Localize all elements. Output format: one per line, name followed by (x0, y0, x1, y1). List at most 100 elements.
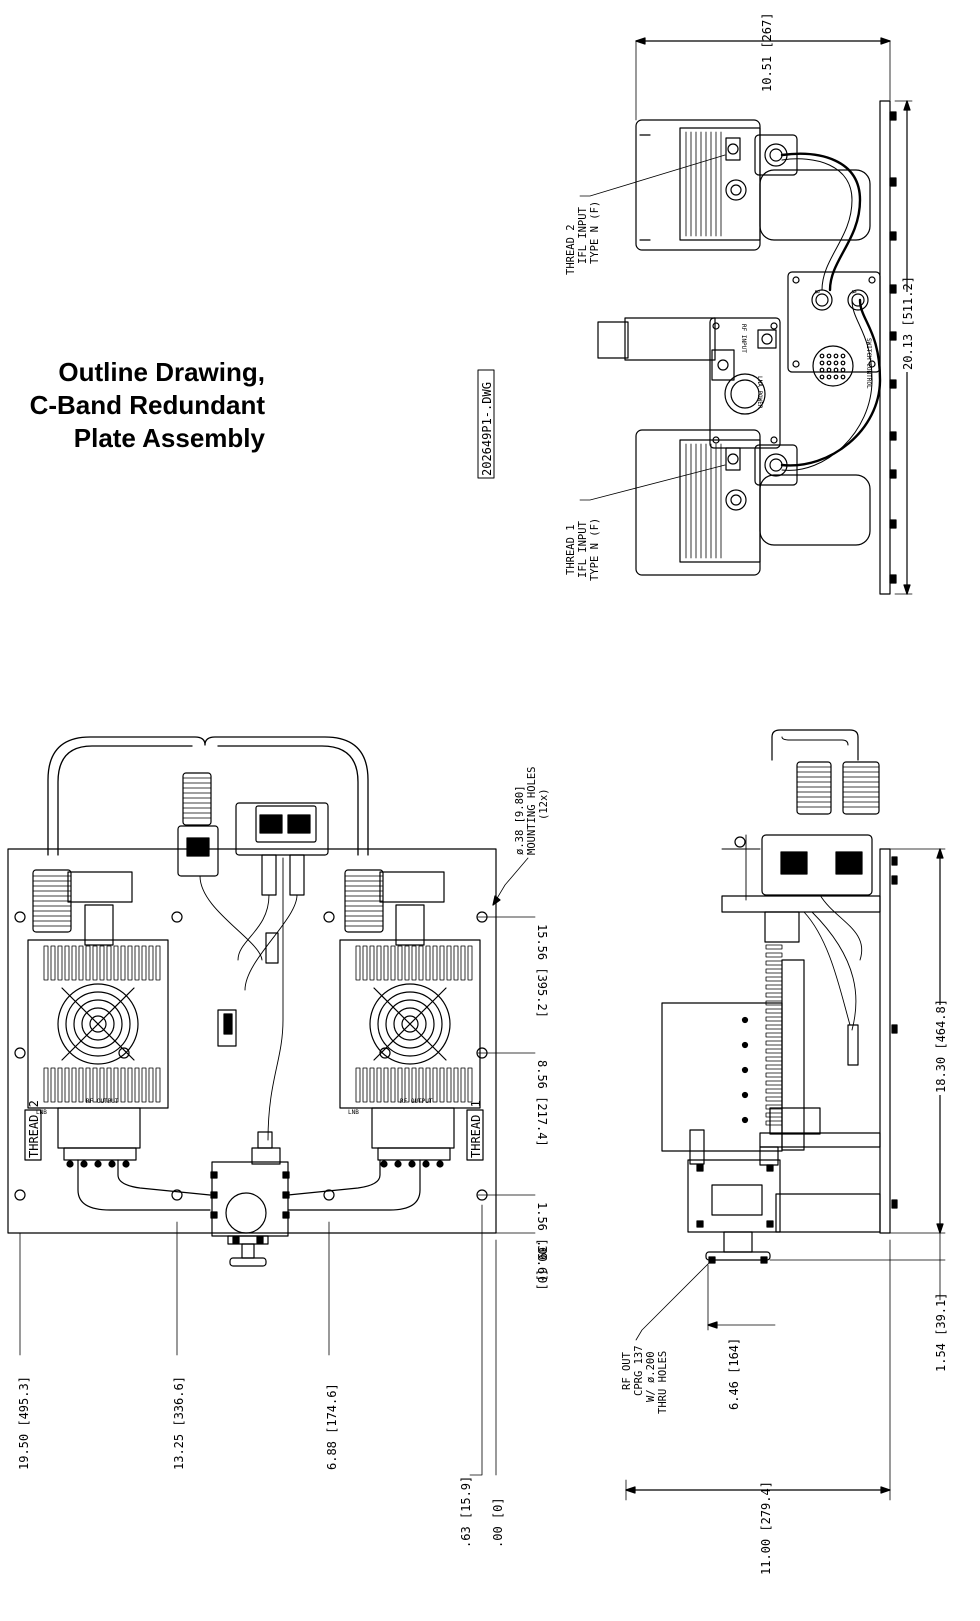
mounting-hole (323, 911, 335, 923)
title-line-3: Plate Assembly (73, 423, 265, 453)
panel-screw (712, 436, 720, 444)
svg-text:RF OUTPUT: RF OUTPUT (86, 1098, 119, 1105)
svg-text:LNB: LNB (36, 1109, 47, 1116)
plate-stud (889, 431, 897, 441)
connector-pin (826, 367, 832, 373)
connector-pin (833, 353, 839, 359)
mounting-hole (171, 1189, 183, 1201)
thread2-leader (579, 154, 726, 197)
svg-text:RF INPUT: RF INPUT (740, 324, 747, 353)
side-upper-bracket (721, 895, 881, 913)
panel-screw (868, 276, 876, 284)
dim-6-46: 6.46 [164] (727, 1338, 741, 1410)
title-line-1: Outline Drawing, (58, 357, 265, 387)
top-height-dim-text: 20.13 [511.2] (901, 276, 915, 370)
svg-text:MOUNTING HOLES: MOUNTING HOLES (526, 766, 538, 855)
mounting-hole (14, 911, 26, 923)
svg-text:(12x): (12x) (538, 788, 550, 820)
connector-pin (840, 360, 846, 366)
front-thread2-label-box (24, 1109, 42, 1161)
title-line-2: C-Band Redundant (29, 390, 265, 420)
dim-0-63: .63 [15.9] (459, 1476, 473, 1548)
connector-pin (819, 367, 825, 373)
top-cable-lower (780, 298, 882, 467)
top-width-dim-text: 10.51 [267] (760, 13, 774, 92)
plate-stud (889, 519, 897, 529)
svg-text:IFL INPUT: IFL INPUT (577, 520, 589, 578)
side-view: 18.30 [464.8] 1.54 [39.1] 6.46 [164] 11.… (621, 729, 949, 1575)
connector-pin (833, 367, 839, 373)
dim-15-56: 15.56 [395.2] (535, 924, 549, 1018)
connector-pin (826, 353, 832, 359)
plate-stud (889, 574, 897, 584)
svg-text:RF OUTPUT: RF OUTPUT (400, 1098, 433, 1105)
drawing-title: Outline Drawing, C-Band Redundant Plate … (0, 356, 265, 455)
svg-text:B: B (813, 290, 820, 294)
svg-text:RF OUT: RF OUT (621, 1351, 633, 1390)
connector-pin (833, 360, 839, 366)
connector-pin (819, 353, 825, 359)
svg-text:W/ ø.200: W/ ø.200 (645, 1351, 657, 1402)
switch-control-connector-pins (819, 353, 846, 380)
front-lnb-thread2: RF OUTPUT LNB (27, 869, 169, 1161)
svg-text:A: A (850, 290, 857, 294)
thread1-leader (579, 464, 726, 501)
top-lnb-thread2 (635, 119, 871, 251)
front-base-plate (7, 848, 497, 1234)
dim-0-00-h: .00 [0] (491, 1497, 505, 1548)
svg-text:IFL INPUT: IFL INPUT (577, 206, 589, 264)
panel-screw (712, 322, 720, 330)
dim-11-00: 11.00 [279.4] (759, 1481, 773, 1575)
panel-screw (792, 276, 800, 284)
dim-1-56: 1.56 [39.6] (535, 1202, 549, 1281)
panel-screws (712, 276, 876, 444)
dim-6-88: 6.88 [174.6] (325, 1383, 339, 1470)
dim-0-00: .00 [0] (535, 1240, 549, 1291)
svg-text:THRU HOLES: THRU HOLES (657, 1351, 669, 1414)
connector-pin (819, 374, 825, 380)
svg-text:LNA POWER: LNA POWER (756, 376, 763, 409)
dim-8-56: 8.56 [217.4] (535, 1060, 549, 1147)
mounting-hole (14, 1047, 26, 1059)
svg-text:TYPE N (F): TYPE N (F) (589, 518, 601, 581)
mounting-hole (171, 911, 183, 923)
front-combiner (211, 1161, 289, 1237)
mounting-hole (14, 1189, 26, 1201)
mounting-hole (323, 1189, 335, 1201)
top-cable-upper (780, 152, 862, 292)
dim-18-30: 18.30 [464.8] (934, 999, 948, 1093)
connector-pin (826, 374, 832, 380)
panel-screw (792, 360, 800, 368)
plate-stud (889, 284, 897, 294)
connector-pin (840, 374, 846, 380)
top-switch-panel: SWITCH CONTROL LNA POWER RF INPUT B A (597, 271, 881, 449)
plate-stud (889, 379, 897, 389)
drawing-number: 202649P1-.DWG (477, 369, 495, 479)
top-view: 10.51 [267] 20.13 [511.2] (565, 13, 916, 595)
svg-text:THREAD 1: THREAD 1 (565, 524, 577, 575)
top-base-plate (879, 100, 891, 595)
rf-out-leader (635, 1259, 713, 1341)
panel-screw (770, 322, 778, 330)
svg-text:CPRG 137: CPRG 137 (633, 1345, 645, 1396)
svg-text:ø.38 [9.80]: ø.38 [9.80] (514, 785, 526, 855)
top-width-arrows (635, 37, 891, 45)
dim-19-50: 19.50 [495.3] (17, 1376, 31, 1470)
dim-1-54: 1.54 [39.1] (934, 1293, 948, 1372)
front-lnb-thread1: RF OUTPUT LNB (339, 869, 481, 1161)
plate-stud (889, 469, 897, 479)
front-thread2-label: THREAD 2 (27, 1100, 41, 1158)
side-base-plate (879, 848, 891, 1234)
plate-stud (889, 231, 897, 241)
connector-pin (833, 374, 839, 380)
svg-text:THREAD 2: THREAD 2 (565, 224, 577, 275)
connector-pin (840, 367, 846, 373)
panel-screw (770, 436, 778, 444)
front-view: RF OUTPUT LNB RF OUTPUT LNB (7, 736, 550, 1548)
dim-13-25: 13.25 [336.6] (172, 1376, 186, 1470)
front-thread1-label-box (466, 1109, 484, 1161)
mounting-hole (379, 1047, 391, 1059)
plate-stud (889, 331, 897, 341)
svg-text:LNB: LNB (348, 1109, 359, 1116)
